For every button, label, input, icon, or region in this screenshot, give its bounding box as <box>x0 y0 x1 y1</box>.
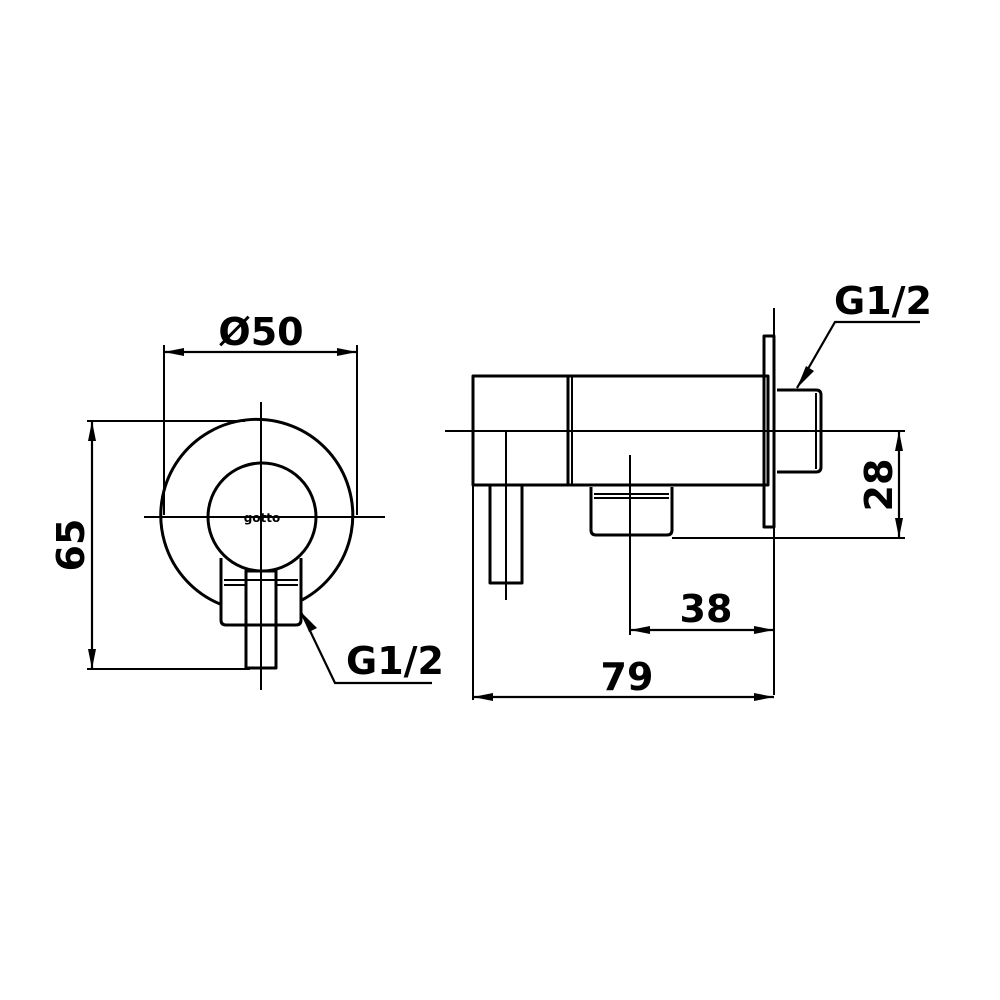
rear-inlet-thread <box>777 388 823 474</box>
outlet-nut <box>219 558 303 627</box>
bottom-outlet-thread <box>589 487 674 537</box>
lever-handle <box>244 569 278 670</box>
height-label: 65 <box>49 519 93 572</box>
offset-label: 28 <box>857 459 901 512</box>
brand-logo: gotto <box>244 511 281 525</box>
thread-label-front: G1/2 <box>346 639 444 683</box>
thread-label-side: G1/2 <box>834 279 932 323</box>
front-view: gotto Ø50 65 G1/2 <box>49 310 444 690</box>
leader-arrow <box>301 612 317 632</box>
outlet-depth-label: 38 <box>680 587 733 631</box>
thread-leader-line <box>300 611 432 685</box>
diameter-label: Ø50 <box>218 310 303 354</box>
total-depth-label: 79 <box>601 655 654 699</box>
escutcheon-outline <box>159 417 355 606</box>
valve-body <box>471 374 770 487</box>
thread-leader-line <box>796 320 920 389</box>
side-view: 28 38 79 G1/2 <box>445 279 932 701</box>
leader-arrow <box>797 366 814 388</box>
